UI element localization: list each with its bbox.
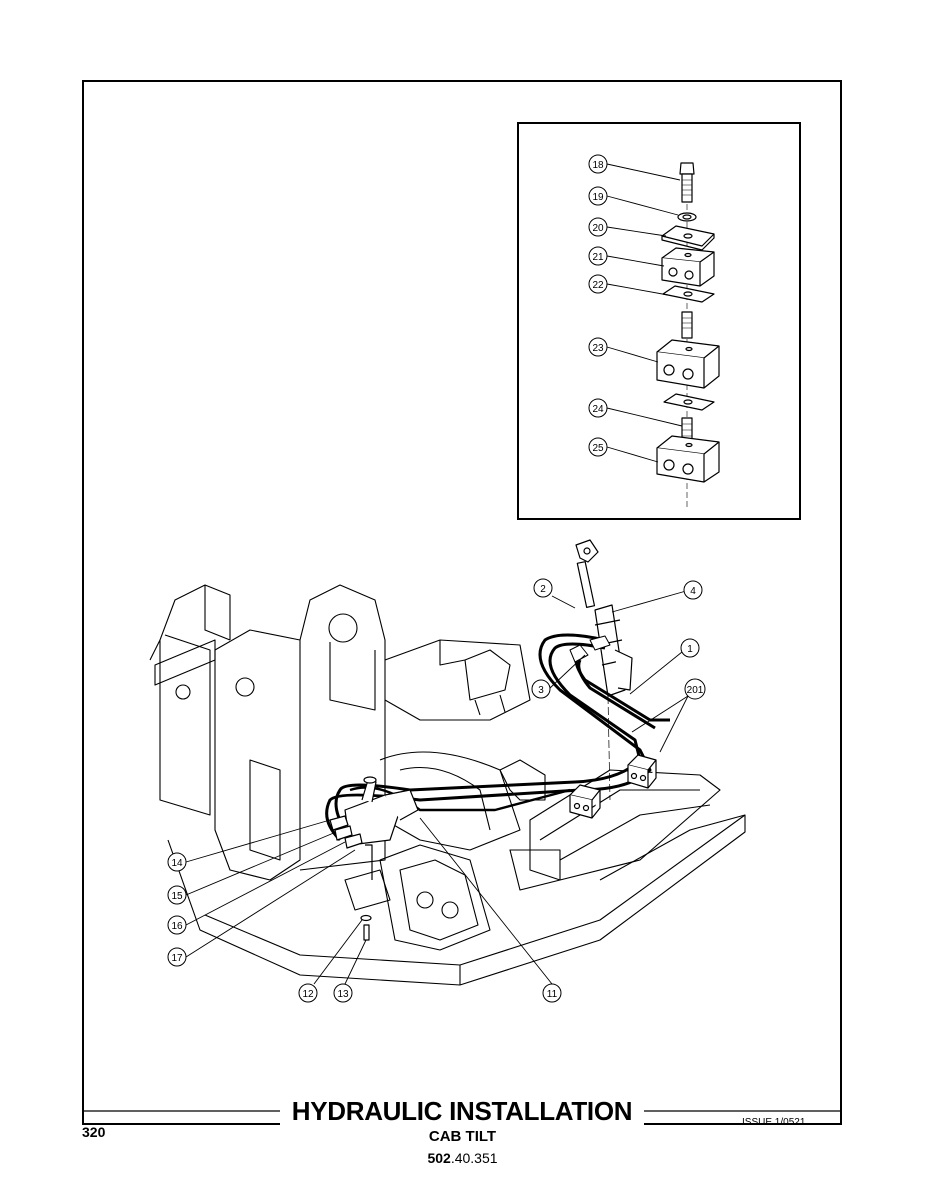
callout-3: 3 bbox=[531, 679, 551, 699]
svg-text:201: 201 bbox=[687, 685, 704, 696]
callout-17: 17 bbox=[167, 947, 187, 967]
callout-24: 24 bbox=[588, 398, 608, 418]
svg-text:20: 20 bbox=[592, 223, 604, 234]
callout-1: 1 bbox=[680, 638, 700, 658]
callout-25: 25 bbox=[588, 437, 608, 457]
svg-text:4: 4 bbox=[690, 586, 696, 597]
callout-23: 23 bbox=[588, 337, 608, 357]
svg-text:14: 14 bbox=[171, 858, 183, 869]
document-number-suffix: .40.351 bbox=[450, 1150, 498, 1166]
hydraulic-hoses bbox=[325, 633, 670, 842]
svg-text:17: 17 bbox=[171, 953, 183, 964]
svg-text:24: 24 bbox=[592, 404, 604, 415]
svg-text:23: 23 bbox=[592, 343, 604, 354]
svg-text:2: 2 bbox=[540, 584, 546, 595]
callout-12: 12 bbox=[298, 983, 318, 1003]
callout-16: 16 bbox=[167, 915, 187, 935]
callout-19: 19 bbox=[588, 186, 608, 206]
svg-text:1: 1 bbox=[687, 644, 693, 655]
callout-15: 15 bbox=[167, 885, 187, 905]
issue-label: ISSUE 1/0521 bbox=[742, 1117, 806, 1128]
tilt-cylinder bbox=[575, 539, 633, 801]
document-number: 502.40.351 bbox=[0, 1150, 925, 1166]
callout-13: 13 bbox=[333, 983, 353, 1003]
hose-clamps bbox=[569, 754, 657, 819]
svg-text:16: 16 bbox=[171, 921, 183, 932]
callout-11: 11 bbox=[542, 983, 562, 1003]
svg-text:22: 22 bbox=[592, 280, 604, 291]
svg-text:21: 21 bbox=[592, 252, 604, 263]
callouts: 18 19 20 21 22 23 24 25 2 4 1 3 201 14 1… bbox=[167, 154, 706, 1003]
page-number: 320 bbox=[82, 1124, 106, 1140]
svg-text:25: 25 bbox=[592, 443, 604, 454]
callout-14: 14 bbox=[167, 852, 187, 872]
callout-201: 201 bbox=[684, 678, 706, 700]
svg-text:18: 18 bbox=[592, 160, 604, 171]
svg-text:3: 3 bbox=[538, 685, 544, 696]
callout-18: 18 bbox=[588, 154, 608, 174]
callout-20: 20 bbox=[588, 217, 608, 237]
svg-text:11: 11 bbox=[547, 989, 558, 1000]
svg-text:15: 15 bbox=[171, 891, 183, 902]
svg-text:12: 12 bbox=[302, 989, 314, 1000]
hand-pump bbox=[329, 776, 419, 941]
clamp-detail-inset bbox=[517, 122, 801, 520]
callout-2: 2 bbox=[533, 578, 553, 598]
svg-text:13: 13 bbox=[337, 989, 349, 1000]
svg-text:19: 19 bbox=[592, 192, 604, 203]
callout-21: 21 bbox=[588, 246, 608, 266]
clamp-exploded-view bbox=[656, 162, 720, 510]
chassis-frame bbox=[149, 584, 746, 986]
callout-22: 22 bbox=[588, 274, 608, 294]
leader-lines bbox=[185, 163, 689, 985]
page-title: HYDRAULIC INSTALLATION bbox=[280, 1096, 644, 1126]
callout-4: 4 bbox=[683, 580, 703, 600]
document-number-prefix: 502 bbox=[427, 1150, 451, 1166]
page-subtitle: CAB TILT bbox=[428, 1128, 497, 1145]
